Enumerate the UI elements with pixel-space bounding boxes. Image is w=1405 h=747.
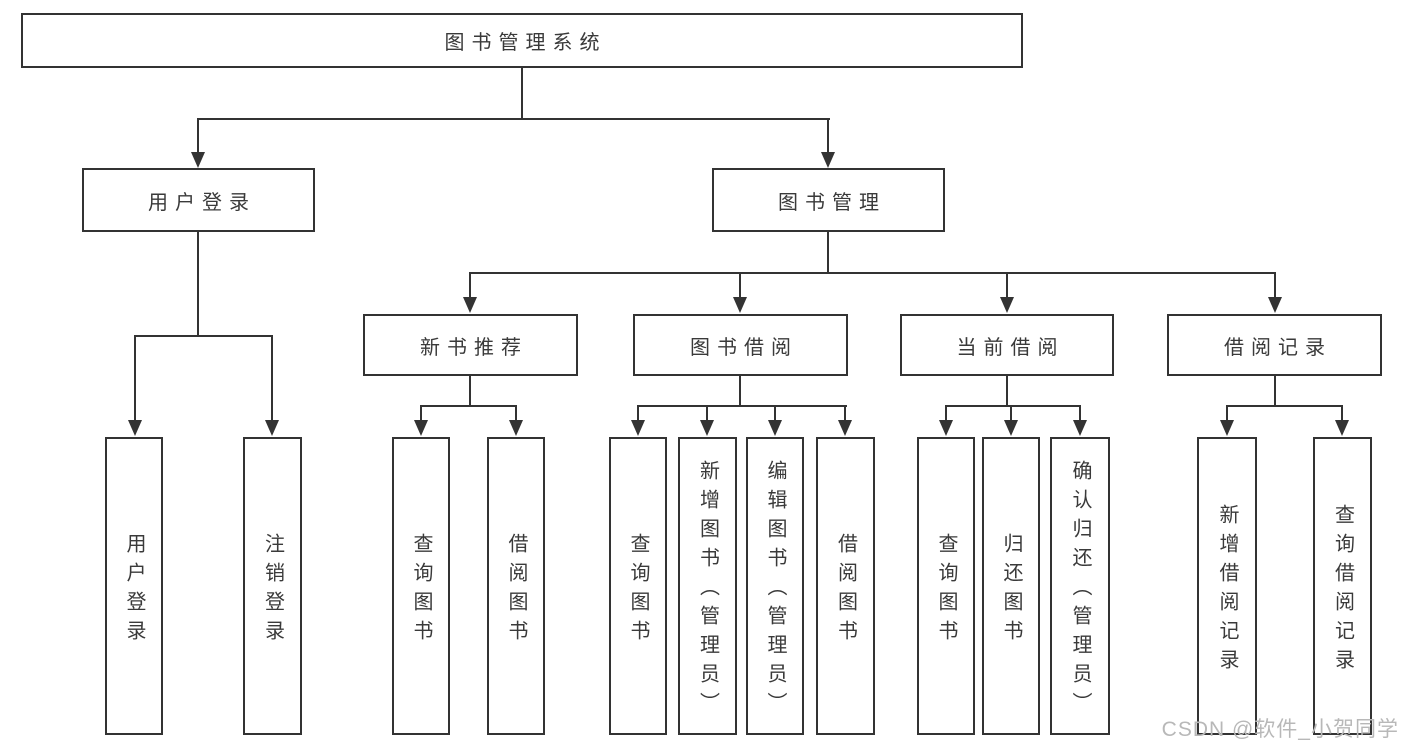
leaf-label: 确认归还（管理员） — [1069, 460, 1091, 721]
node-label: 借阅记录 — [1224, 336, 1332, 359]
leaf-query-borrow-record: 查询借阅记录 — [1313, 437, 1372, 735]
connector-drop-user-login — [197, 118, 199, 154]
leaf-label: 查询图书 — [627, 532, 649, 649]
node-label: 图书借阅 — [690, 336, 798, 359]
connector-drop — [774, 405, 776, 421]
leaf-confirm-return-admin: 确认归还（管理员） — [1050, 437, 1110, 735]
leaf-label: 新增借阅记录 — [1216, 503, 1238, 678]
leaf-label: 用户登录 — [123, 532, 145, 649]
connector-drop — [1010, 405, 1012, 421]
arrowhead-user-login — [191, 152, 205, 168]
arrowhead — [1004, 420, 1018, 436]
node-label: 用户登录 — [148, 191, 256, 214]
node-root-library-system: 图书管理系统 — [21, 13, 1023, 68]
arrowhead — [631, 420, 645, 436]
arrowhead — [1073, 420, 1087, 436]
connector-new-books-stem — [469, 376, 471, 405]
connector-drop — [1226, 405, 1228, 421]
connector-drop-book-mgmt — [827, 118, 829, 154]
connector-drop — [637, 405, 639, 421]
leaf-query-books-recommend: 查询图书 — [392, 437, 450, 735]
arrowhead-book-borrow — [733, 297, 747, 313]
leaf-label: 新增图书（管理员） — [696, 460, 719, 721]
connector-book-mgmt-crossbar — [469, 272, 1276, 274]
leaf-label: 查询借阅记录 — [1331, 503, 1354, 678]
arrowhead — [414, 420, 428, 436]
connector-drop-borrow-records — [1274, 272, 1276, 298]
node-user-login: 用户登录 — [82, 168, 315, 232]
leaf-label: 借阅图书 — [834, 532, 857, 649]
arrowhead — [1335, 420, 1349, 436]
node-borrowing-records: 借阅记录 — [1167, 314, 1382, 376]
arrowhead — [768, 420, 782, 436]
connector-current-borrow-stem — [1006, 376, 1008, 405]
connector-user-login-stem — [197, 232, 199, 335]
connector-drop — [515, 405, 517, 421]
leaf-label: 查询图书 — [935, 532, 957, 649]
arrowhead-new-books — [463, 297, 477, 313]
node-label: 图书管理系统 — [444, 32, 607, 54]
arrowhead — [939, 420, 953, 436]
connector-drop — [844, 405, 846, 421]
arrowhead-logout-leaf — [265, 420, 279, 436]
leaf-return-books: 归还图书 — [982, 437, 1040, 735]
connector-drop-new-books — [469, 272, 471, 298]
leaf-user-login: 用户登录 — [105, 437, 163, 735]
connector-drop-current-borrow — [1006, 272, 1008, 298]
arrowhead — [509, 420, 523, 436]
leaf-label: 借阅图书 — [505, 532, 527, 649]
connector-drop — [945, 405, 947, 421]
arrowhead-current-borrow — [1000, 297, 1014, 313]
node-current-borrowing: 当前借阅 — [900, 314, 1114, 376]
node-label: 新书推荐 — [420, 336, 528, 359]
connector-drop-logout-leaf — [271, 335, 273, 421]
node-label: 图书管理 — [778, 191, 886, 214]
connector-root-stem — [521, 68, 523, 118]
leaf-add-borrow-record: 新增借阅记录 — [1197, 437, 1257, 735]
connector-new-books-crossbar — [420, 405, 517, 407]
connector-root-crossbar — [197, 118, 830, 120]
leaf-label: 归还图书 — [1000, 532, 1022, 649]
arrowhead — [838, 420, 852, 436]
connector-current-borrow-crossbar — [945, 405, 1081, 407]
connector-drop-book-borrow — [739, 272, 741, 298]
connector-drop — [1341, 405, 1343, 421]
leaf-borrow-books-recommend: 借阅图书 — [487, 437, 545, 735]
leaf-borrow-books: 借阅图书 — [816, 437, 875, 735]
connector-book-borrow-crossbar — [637, 405, 847, 407]
leaf-query-books-borrow: 查询图书 — [609, 437, 667, 735]
arrowhead-login-leaf — [128, 420, 142, 436]
arrowhead-book-mgmt — [821, 152, 835, 168]
connector-book-borrow-stem — [739, 376, 741, 405]
connector-borrow-records-stem — [1274, 376, 1276, 405]
arrowhead-borrow-records — [1268, 297, 1282, 313]
connector-drop — [420, 405, 422, 421]
leaf-query-books-current: 查询图书 — [917, 437, 975, 735]
node-book-borrowing: 图书借阅 — [633, 314, 848, 376]
leaf-label: 编辑图书（管理员） — [764, 460, 786, 721]
arrowhead — [700, 420, 714, 436]
leaf-edit-books-admin: 编辑图书（管理员） — [746, 437, 804, 735]
node-new-book-recommend: 新书推荐 — [363, 314, 578, 376]
connector-user-login-crossbar — [134, 335, 273, 337]
csdn-watermark: CSDN @软件_小贺同学 — [1161, 718, 1399, 741]
leaf-logout: 注销登录 — [243, 437, 302, 735]
leaf-label: 查询图书 — [410, 532, 432, 649]
node-label: 当前借阅 — [956, 336, 1065, 359]
connector-drop — [706, 405, 708, 421]
leaf-add-books-admin: 新增图书（管理员） — [678, 437, 737, 735]
connector-drop — [1079, 405, 1081, 421]
connector-book-mgmt-stem — [827, 232, 829, 272]
node-book-management: 图书管理 — [712, 168, 945, 232]
leaf-label: 注销登录 — [261, 532, 284, 649]
connector-borrow-records-crossbar — [1226, 405, 1343, 407]
connector-drop-login-leaf — [134, 335, 136, 421]
arrowhead — [1220, 420, 1234, 436]
